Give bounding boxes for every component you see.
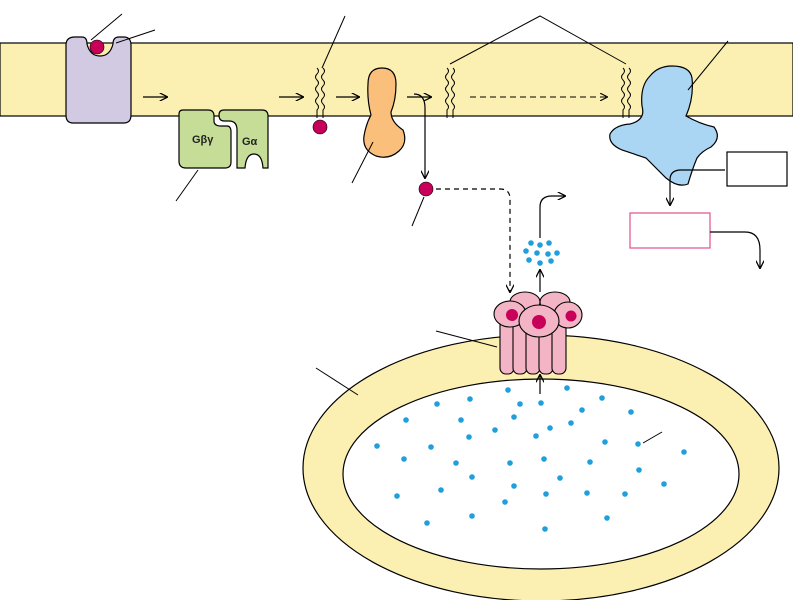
soluble-messenger-dot bbox=[418, 181, 434, 197]
lipid-head-dot bbox=[312, 119, 328, 135]
leader-lipid bbox=[321, 15, 346, 69]
ligand-dot-receptor bbox=[89, 39, 105, 55]
organelle-lumen bbox=[342, 378, 740, 570]
g-beta-gamma-label: Gβγ bbox=[192, 134, 214, 146]
leader-kinase bbox=[687, 40, 729, 91]
channel-ligand-dots bbox=[506, 309, 577, 329]
membrane-lipid-product bbox=[445, 67, 455, 118]
leader-organelle-membrane bbox=[315, 367, 359, 396]
released-ion-cluster bbox=[523, 240, 560, 266]
leader-receptor bbox=[115, 29, 156, 44]
membrane-lipid-anchor bbox=[621, 67, 631, 118]
membrane-lipid bbox=[315, 67, 325, 118]
arrow-kinase-output bbox=[670, 169, 725, 205]
leader-g-protein bbox=[175, 169, 199, 202]
leader-enzyme bbox=[351, 141, 374, 184]
receptor bbox=[65, 36, 132, 124]
leader-ligand bbox=[90, 13, 123, 41]
leader-channel bbox=[435, 330, 498, 348]
empty-box-pink bbox=[629, 212, 711, 249]
arrow-messenger-to-channel bbox=[436, 188, 510, 292]
g-alpha-subunit bbox=[218, 109, 269, 169]
arrow-release-messenger bbox=[413, 93, 425, 178]
arrow-ions-onward bbox=[539, 196, 565, 238]
leader-messenger bbox=[411, 196, 425, 227]
kinase bbox=[609, 65, 718, 186]
g-beta-gamma-subunit bbox=[178, 109, 232, 169]
empty-box-right bbox=[726, 151, 788, 187]
g-alpha-label: Gα bbox=[242, 136, 258, 148]
arrow-downstream-effect bbox=[710, 231, 760, 268]
enzyme bbox=[363, 67, 406, 158]
label-bracket bbox=[449, 15, 627, 65]
lumen-ions bbox=[374, 385, 687, 532]
leader-lumen-ion bbox=[642, 431, 663, 444]
